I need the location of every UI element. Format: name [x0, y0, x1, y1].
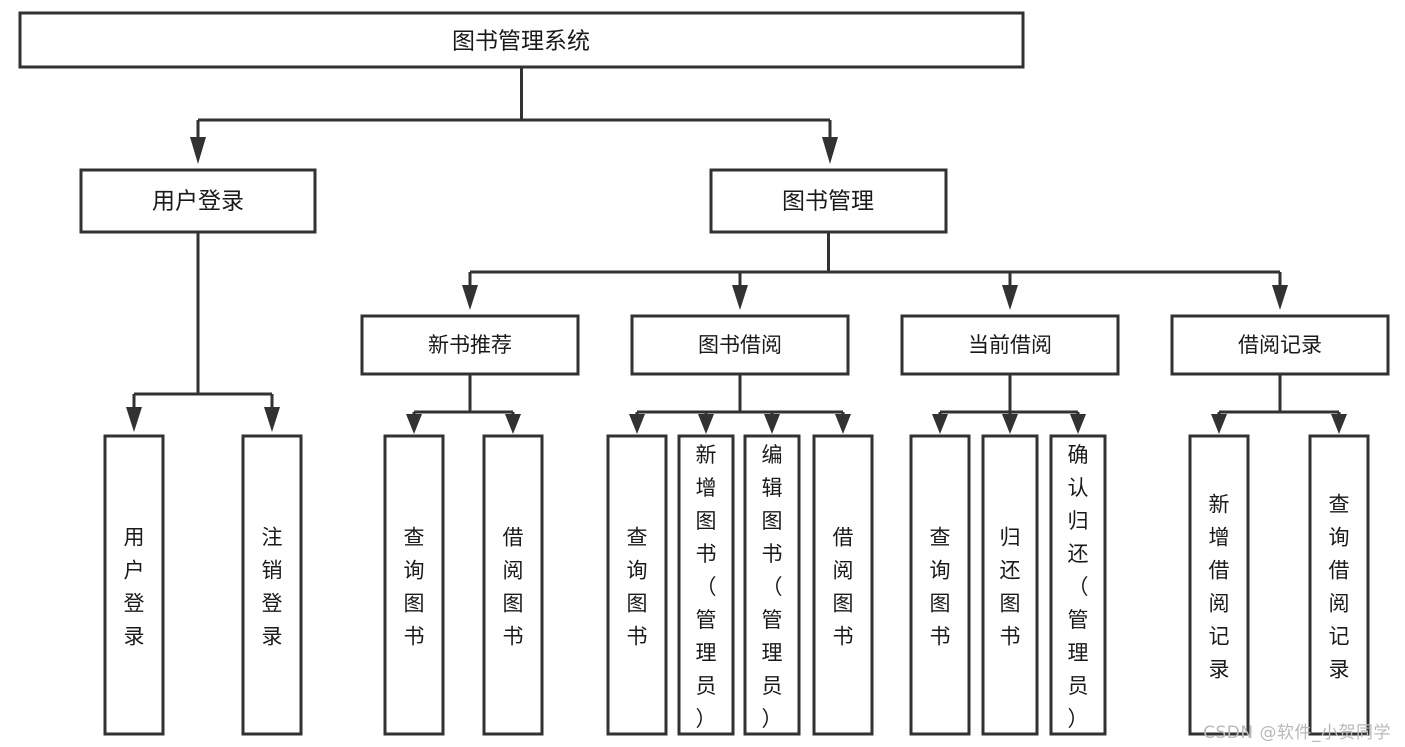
node-leaf-borrow-book-2[interactable]: 借阅图书	[812, 434, 874, 736]
node-root-box[interactable]	[18, 11, 1025, 69]
arrow-head-book-manage	[822, 137, 838, 164]
connector-group-user-login	[126, 232, 280, 432]
node-leaf-logout-label: 注销登录	[262, 526, 283, 649]
node-leaf-add-record[interactable]: 新增借阅记录	[1188, 434, 1250, 736]
arrow-head-current-borrow	[1002, 285, 1018, 310]
node-leaf-query-record-box[interactable]	[1308, 434, 1370, 736]
node-book-manage[interactable]: 图书管理	[709, 168, 948, 234]
node-leaf-query-book-2-label: 查询图书	[627, 526, 648, 649]
node-leaf-edit-book-label: 编辑图书（管理员）	[762, 443, 783, 731]
arrow-head-leaf-query-book-1	[406, 414, 422, 434]
connector-group-book-manage	[462, 232, 1288, 310]
arrow-head-new-book-recommend	[462, 285, 478, 310]
arrow-head-leaf-return-book	[1002, 414, 1018, 434]
arrow-head-leaf-borrow-book-1	[505, 414, 521, 434]
connector-group-root	[190, 67, 838, 164]
node-leaf-edit-book-box[interactable]	[743, 434, 801, 736]
arrow-head-leaf-confirm-return	[1070, 414, 1086, 434]
node-leaf-borrow-book-2-box[interactable]	[812, 434, 874, 736]
node-current-borrow-box[interactable]	[900, 314, 1120, 376]
node-borrow-record[interactable]: 借阅记录	[1170, 314, 1390, 376]
node-leaf-borrow-book-1-label: 借阅图书	[503, 526, 524, 649]
connector-group-current-borrow	[932, 374, 1086, 434]
node-leaf-logout[interactable]: 注销登录	[241, 434, 303, 736]
arrow-head-leaf-query-book-2	[629, 414, 645, 434]
node-leaf-query-book-1-box[interactable]	[383, 434, 445, 736]
node-leaf-query-book-1-label: 查询图书	[404, 526, 425, 649]
node-leaf-borrow-book-1[interactable]: 借阅图书	[482, 434, 544, 736]
node-root[interactable]: 图书管理系统	[18, 11, 1025, 69]
node-book-borrow-box[interactable]	[630, 314, 850, 376]
node-leaf-return-book-box[interactable]	[981, 434, 1039, 736]
node-leaf-query-book-3[interactable]: 查询图书	[909, 434, 971, 736]
node-leaf-query-book-2[interactable]: 查询图书	[606, 434, 668, 736]
arrow-head-leaf-add-record	[1211, 414, 1227, 434]
node-book-borrow[interactable]: 图书借阅	[630, 314, 850, 376]
node-leaf-confirm-return[interactable]: 确认归还（管理员）	[1049, 434, 1107, 736]
node-leaf-add-book-box[interactable]	[677, 434, 735, 736]
arrow-head-leaf-logout	[264, 407, 280, 432]
connector-group-borrow-record	[1211, 374, 1347, 434]
node-leaf-confirm-return-label: 确认归还（管理员）	[1068, 443, 1089, 731]
node-leaf-return-book-label: 归还图书	[1000, 526, 1021, 649]
node-user-login-label: 用户登录	[152, 189, 244, 215]
node-root-label: 图书管理系统	[452, 29, 590, 55]
node-leaf-borrow-book-1-box[interactable]	[482, 434, 544, 736]
node-new-book-recommend-box[interactable]	[360, 314, 580, 376]
arrow-head-leaf-query-record	[1331, 414, 1347, 434]
node-user-login-box[interactable]	[79, 168, 317, 234]
node-leaf-query-record-label: 查询借阅记录	[1329, 493, 1350, 682]
node-leaf-query-record[interactable]: 查询借阅记录	[1308, 434, 1370, 736]
arrow-head-leaf-edit-book	[764, 414, 780, 434]
node-current-borrow[interactable]: 当前借阅	[900, 314, 1120, 376]
node-leaf-query-book-3-box[interactable]	[909, 434, 971, 736]
node-leaf-query-book-3-label: 查询图书	[930, 526, 951, 649]
node-book-borrow-label: 图书借阅	[698, 333, 782, 357]
node-new-book-recommend-label: 新书推荐	[428, 333, 512, 357]
node-leaf-return-book[interactable]: 归还图书	[981, 434, 1039, 736]
leaf-node-layer: 用户登录 注销登录 查询图书 借阅图书 查询图书 新增图书（管理员） 编辑图书（管理员） 借阅…	[103, 434, 1370, 736]
arrow-head-leaf-query-book-3	[932, 414, 948, 434]
node-user-login[interactable]: 用户登录	[79, 168, 317, 234]
node-leaf-add-record-label: 新增借阅记录	[1209, 493, 1230, 682]
node-leaf-user-login-label: 用户登录	[124, 526, 145, 649]
arrow-head-borrow-record	[1272, 285, 1288, 310]
arrow-head-book-borrow	[732, 285, 748, 310]
node-leaf-add-book-label: 新增图书（管理员）	[696, 443, 717, 731]
connector-group-new-book-recommend	[406, 374, 521, 434]
node-book-manage-label: 图书管理	[782, 189, 874, 215]
arrow-head-user-login	[190, 137, 206, 164]
node-book-manage-box[interactable]	[709, 168, 948, 234]
node-borrow-record-label: 借阅记录	[1238, 333, 1322, 357]
node-leaf-borrow-book-2-label: 借阅图书	[833, 526, 854, 649]
node-leaf-confirm-return-box[interactable]	[1049, 434, 1107, 736]
node-borrow-record-box[interactable]	[1170, 314, 1390, 376]
node-leaf-edit-book[interactable]: 编辑图书（管理员）	[743, 434, 801, 736]
node-current-borrow-label: 当前借阅	[968, 333, 1052, 357]
node-leaf-query-book-1[interactable]: 查询图书	[383, 434, 445, 736]
node-leaf-logout-box[interactable]	[241, 434, 303, 736]
arrow-head-leaf-borrow-book-2	[835, 414, 851, 434]
connector-group-book-borrow	[629, 374, 851, 434]
node-leaf-user-login[interactable]: 用户登录	[103, 434, 165, 736]
node-leaf-user-login-box[interactable]	[103, 434, 165, 736]
node-new-book-recommend[interactable]: 新书推荐	[360, 314, 580, 376]
arrow-head-leaf-user-login	[126, 407, 142, 432]
node-leaf-add-book[interactable]: 新增图书（管理员）	[677, 434, 735, 736]
csdn-watermark: CSDN @软件_小贺同学	[1203, 723, 1391, 743]
arrow-head-leaf-add-book	[698, 414, 714, 434]
node-leaf-query-book-2-box[interactable]	[606, 434, 668, 736]
node-leaf-add-record-box[interactable]	[1188, 434, 1250, 736]
